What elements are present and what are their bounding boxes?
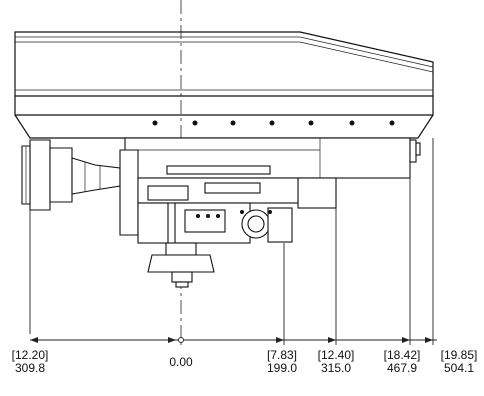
dim-label-right-3: [18.42] 467.9 — [378, 349, 426, 375]
dim-inch: [7.83] — [266, 348, 298, 362]
dim-inch: [19.85] — [440, 348, 478, 362]
dim-label-right-2: [12.40] 315.0 — [312, 349, 360, 375]
left-lens-assembly — [21, 139, 139, 236]
dim-label-left-overall: [12.20] 309.8 — [6, 349, 54, 375]
dim-label-center: 0.00 — [157, 356, 205, 369]
housing-bolts — [152, 120, 395, 126]
dim-mm: 0.00 — [169, 355, 193, 369]
top-housing — [14, 31, 434, 139]
bottom-mount — [147, 242, 215, 288]
dim-mm: 309.8 — [14, 361, 46, 375]
dim-inch: [12.20] — [11, 348, 49, 362]
dim-mm: 467.9 — [386, 361, 418, 375]
dim-mm: 504.1 — [443, 361, 475, 375]
dim-inch: [18.42] — [383, 348, 421, 362]
dim-mm: 199.0 — [266, 361, 298, 375]
dim-label-right-4: [19.85] 504.1 — [436, 349, 482, 375]
extension-lines — [29, 138, 434, 345]
gimbal-mechanism — [137, 165, 299, 244]
dim-label-right-1: [7.83] 199.0 — [258, 349, 306, 375]
dimension-line — [30, 337, 437, 343]
dim-mm: 315.0 — [320, 361, 352, 375]
dim-inch: [12.40] — [317, 348, 355, 362]
